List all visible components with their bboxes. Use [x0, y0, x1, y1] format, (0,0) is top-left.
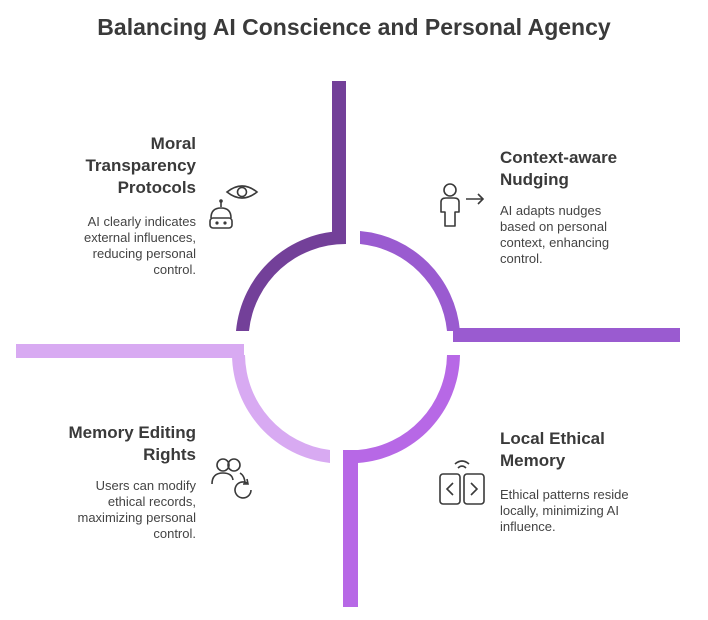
- eye-icon: [225, 185, 259, 199]
- desc-line: locally, minimizing AI: [500, 503, 619, 518]
- top-left-bar: [332, 81, 346, 238]
- bottom-right-arc: [358, 355, 460, 463]
- desc-line: based on personal: [500, 219, 607, 234]
- bottom-left-description: Users can modify ethical records, maximi…: [30, 478, 197, 542]
- heading-line: Memory Editing: [68, 423, 196, 442]
- top-right-description: AI adapts nudges based on personal conte…: [500, 203, 670, 267]
- desc-line: reducing personal: [92, 246, 196, 261]
- bottom-right-heading: Local Ethical Memory: [500, 428, 680, 472]
- bottom-left-bar: [16, 344, 244, 358]
- heading-line: Memory: [500, 451, 566, 470]
- quadrant-bottom-right-shape: [343, 355, 460, 607]
- top-left-description: AI clearly indicates external influences…: [40, 214, 196, 278]
- quadrant-top-left-shape: [236, 81, 346, 331]
- person-arrow-icon: [440, 183, 485, 227]
- desc-line: Users can modify: [95, 478, 196, 493]
- desc-line: ethical records,: [107, 494, 196, 509]
- desc-line: AI adapts nudges: [500, 203, 602, 218]
- desc-line: maximizing personal: [77, 510, 197, 525]
- quadrant-bottom-left-shape: [16, 344, 330, 463]
- heading-line: Local Ethical: [500, 429, 605, 448]
- desc-line: external influences,: [83, 230, 196, 245]
- heading-line: Nudging: [500, 170, 569, 189]
- top-left-arc: [236, 230, 346, 331]
- desc-line: AI clearly indicates: [87, 214, 196, 229]
- desc-line: control.: [153, 526, 196, 541]
- heading-line: Protocols: [117, 178, 196, 197]
- robot-icon: [209, 199, 233, 229]
- bottom-right-bar: [343, 450, 358, 607]
- users-refresh-icon: [211, 458, 252, 499]
- top-right-arc: [360, 231, 460, 331]
- code-device-signal-icon: [439, 460, 485, 505]
- desc-line: context, enhancing: [500, 235, 610, 250]
- desc-line: control.: [153, 262, 196, 277]
- bottom-left-heading: Memory Editing Rights: [30, 422, 196, 466]
- heading-line: Transparency: [85, 156, 196, 175]
- top-left-heading: Moral Transparency Protocols: [60, 133, 196, 199]
- top-right-bar: [453, 328, 680, 342]
- desc-line: control.: [500, 251, 543, 266]
- heading-line: Context-aware: [500, 148, 618, 167]
- heading-line: Moral: [150, 134, 196, 153]
- top-right-heading: Context-aware Nudging: [500, 147, 670, 191]
- desc-line: Ethical patterns reside: [500, 487, 629, 502]
- bottom-left-arc: [232, 355, 330, 463]
- desc-line: influence.: [500, 519, 556, 534]
- heading-line: Rights: [143, 445, 196, 464]
- quadrant-top-right-shape: [360, 231, 680, 342]
- diagram-title: Balancing AI Conscience and Personal Age…: [97, 14, 611, 40]
- bottom-right-description: Ethical patterns reside locally, minimiz…: [500, 487, 680, 535]
